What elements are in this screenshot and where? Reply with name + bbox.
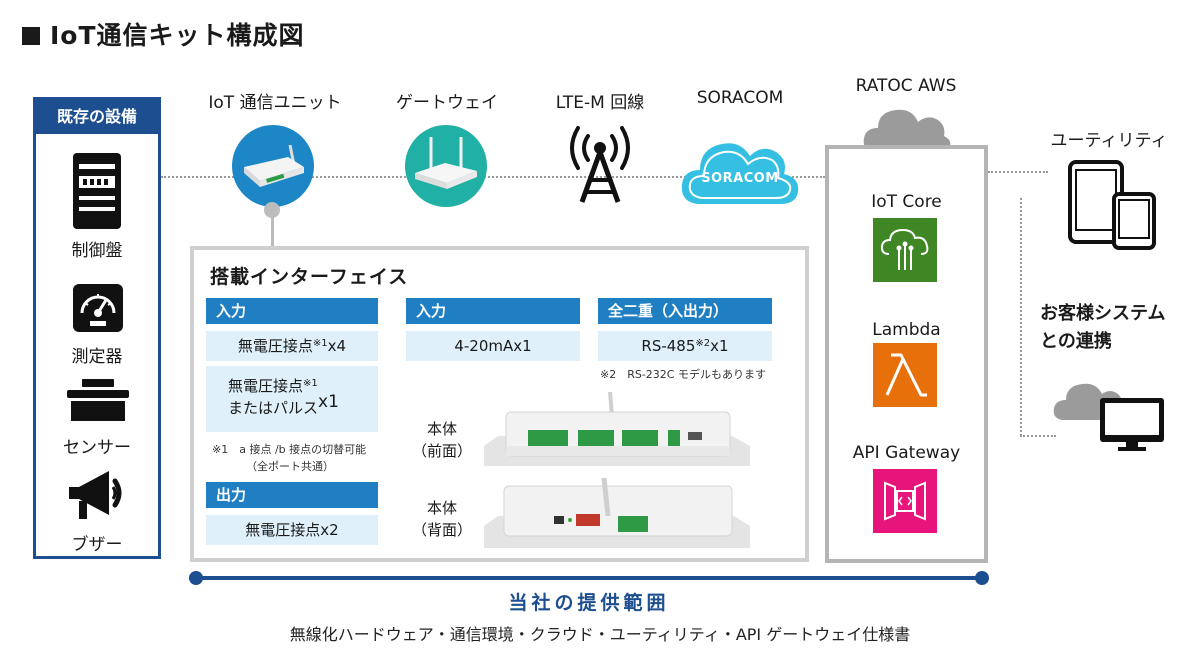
label-soracom: SORACOM bbox=[696, 88, 784, 108]
iot-core-service-tile bbox=[873, 218, 937, 282]
customer-system-label: お客様システム との連携 bbox=[1040, 300, 1190, 356]
soracom-logo-text: SORACOM bbox=[701, 171, 779, 186]
input1-row1-text: 無電圧接点 bbox=[237, 337, 313, 355]
duplex-note: ※2 RS-232C モデルもあります bbox=[600, 368, 766, 381]
equipment-label-meter: 測定器 bbox=[71, 347, 123, 367]
duplex-row: RS-485※2x1 bbox=[598, 331, 772, 361]
scope-start-dot bbox=[189, 571, 203, 585]
soracom-cloud: SORACOM bbox=[678, 126, 802, 210]
control-panel-icon bbox=[73, 153, 121, 229]
scope-end-dot bbox=[975, 571, 989, 585]
page-title-text: IoT通信キット構成図 bbox=[50, 21, 305, 50]
scope-description: 無線化ハードウェア・通信環境・クラウド・ユーティリティ・API ゲートウェイ仕様… bbox=[289, 625, 911, 644]
connection-line bbox=[161, 176, 825, 178]
aws-service-label-api-gateway: API Gateway bbox=[852, 443, 961, 463]
input1-row2-sup: ※1 bbox=[303, 378, 318, 389]
input1-row2: 無電圧接点※1 またはパルスx1 bbox=[206, 366, 378, 432]
gateway-circle bbox=[405, 125, 487, 207]
device-front-label: 本体 （前面） bbox=[412, 418, 472, 462]
title-square-icon bbox=[22, 27, 40, 45]
input1-row2-line1: 無電圧接点 bbox=[228, 377, 304, 395]
api-gateway-service-tile bbox=[873, 469, 937, 533]
connection-line-customer bbox=[1020, 435, 1056, 437]
output-row: 無電圧接点x2 bbox=[206, 515, 378, 545]
equipment-label-buzzer: ブザー bbox=[71, 535, 123, 555]
input1-note2: （全ポート共通） bbox=[246, 460, 334, 473]
soracom-cloud-icon bbox=[681, 143, 799, 204]
connection-line-vertical bbox=[1020, 198, 1022, 436]
input1-note1: ※1 a 接点 /b 接点の切替可能 bbox=[212, 443, 367, 456]
equipment-label-control-panel: 制御盤 bbox=[71, 241, 123, 261]
scope-title: 当社の提供範囲 bbox=[508, 592, 670, 614]
equipment-label-sensor: センサー bbox=[63, 438, 131, 458]
duplex-row-suffix: x1 bbox=[710, 337, 729, 355]
page-title: IoT通信キット構成図 bbox=[22, 16, 305, 52]
lte-antenna-icon bbox=[570, 126, 630, 203]
interface-title: 搭載インターフェイス bbox=[210, 266, 409, 288]
duplex-row-text: RS-485 bbox=[641, 337, 696, 355]
sensor-icon bbox=[67, 379, 129, 421]
lambda-service-tile bbox=[873, 343, 937, 407]
input1-row1-suffix: x4 bbox=[327, 337, 347, 355]
existing-equipment-panel: 既存の設備 制御盤 測定器 センサー ブザー bbox=[33, 97, 161, 559]
aws-cloud-icon bbox=[863, 109, 951, 152]
device-back-label: 本体 （背面） bbox=[412, 497, 472, 541]
input1-row2-suffix: x1 bbox=[318, 392, 339, 412]
aws-title: RATOC AWS bbox=[855, 76, 957, 96]
aws-service-label-lambda: Lambda bbox=[872, 320, 941, 340]
label-iot-unit: IoT 通信ユニット bbox=[208, 93, 342, 113]
utility-title: ユーティリティ bbox=[1050, 131, 1168, 151]
scope-line bbox=[196, 576, 982, 580]
customer-system-line2: との連携 bbox=[1040, 331, 1112, 352]
iot-unit-device-icon bbox=[244, 144, 304, 187]
input1-row1: 無電圧接点※1x4 bbox=[206, 331, 378, 361]
duplex-row-sup: ※2 bbox=[695, 338, 711, 349]
input2-header: 入力 bbox=[406, 298, 580, 324]
device-front-label-line2: （前面） bbox=[412, 442, 473, 460]
device-back-label-line2: （背面） bbox=[412, 521, 473, 539]
device-back-image bbox=[484, 477, 750, 548]
unit-connector-line bbox=[271, 207, 274, 249]
existing-equipment-header: 既存の設備 bbox=[36, 100, 158, 134]
api-gateway-icon bbox=[884, 481, 926, 521]
gateway-device-icon bbox=[415, 137, 477, 189]
buzzer-icon bbox=[69, 471, 122, 519]
iot-unit-circle bbox=[232, 125, 314, 207]
device-front-label-line1: 本体 bbox=[426, 420, 457, 438]
input1-row1-sup: ※1 bbox=[312, 338, 328, 349]
iot-core-icon bbox=[880, 228, 929, 270]
connection-line-utility bbox=[988, 171, 1048, 173]
input1-row2-line2: またはパルス bbox=[228, 399, 319, 417]
input1-header: 入力 bbox=[206, 298, 378, 324]
device-back-label-line1: 本体 bbox=[426, 499, 457, 517]
device-front-image bbox=[484, 391, 750, 466]
input2-row: 4-20mAx1 bbox=[406, 331, 580, 361]
customer-system-line1: お客様システム bbox=[1040, 303, 1166, 324]
unit-connector-dot bbox=[264, 202, 280, 218]
tablet-phone-icon bbox=[1068, 160, 1156, 250]
output-header: 出力 bbox=[206, 482, 378, 508]
customer-cloud-monitor-icon bbox=[1053, 383, 1164, 451]
meter-icon bbox=[73, 284, 123, 332]
label-lte-m: LTE-M 回線 bbox=[555, 93, 645, 113]
aws-service-label-iot-core: IoT Core bbox=[871, 192, 942, 212]
label-gateway: ゲートウェイ bbox=[396, 93, 498, 113]
lambda-icon bbox=[885, 353, 927, 397]
duplex-header: 全二重（入出力） bbox=[598, 298, 772, 324]
